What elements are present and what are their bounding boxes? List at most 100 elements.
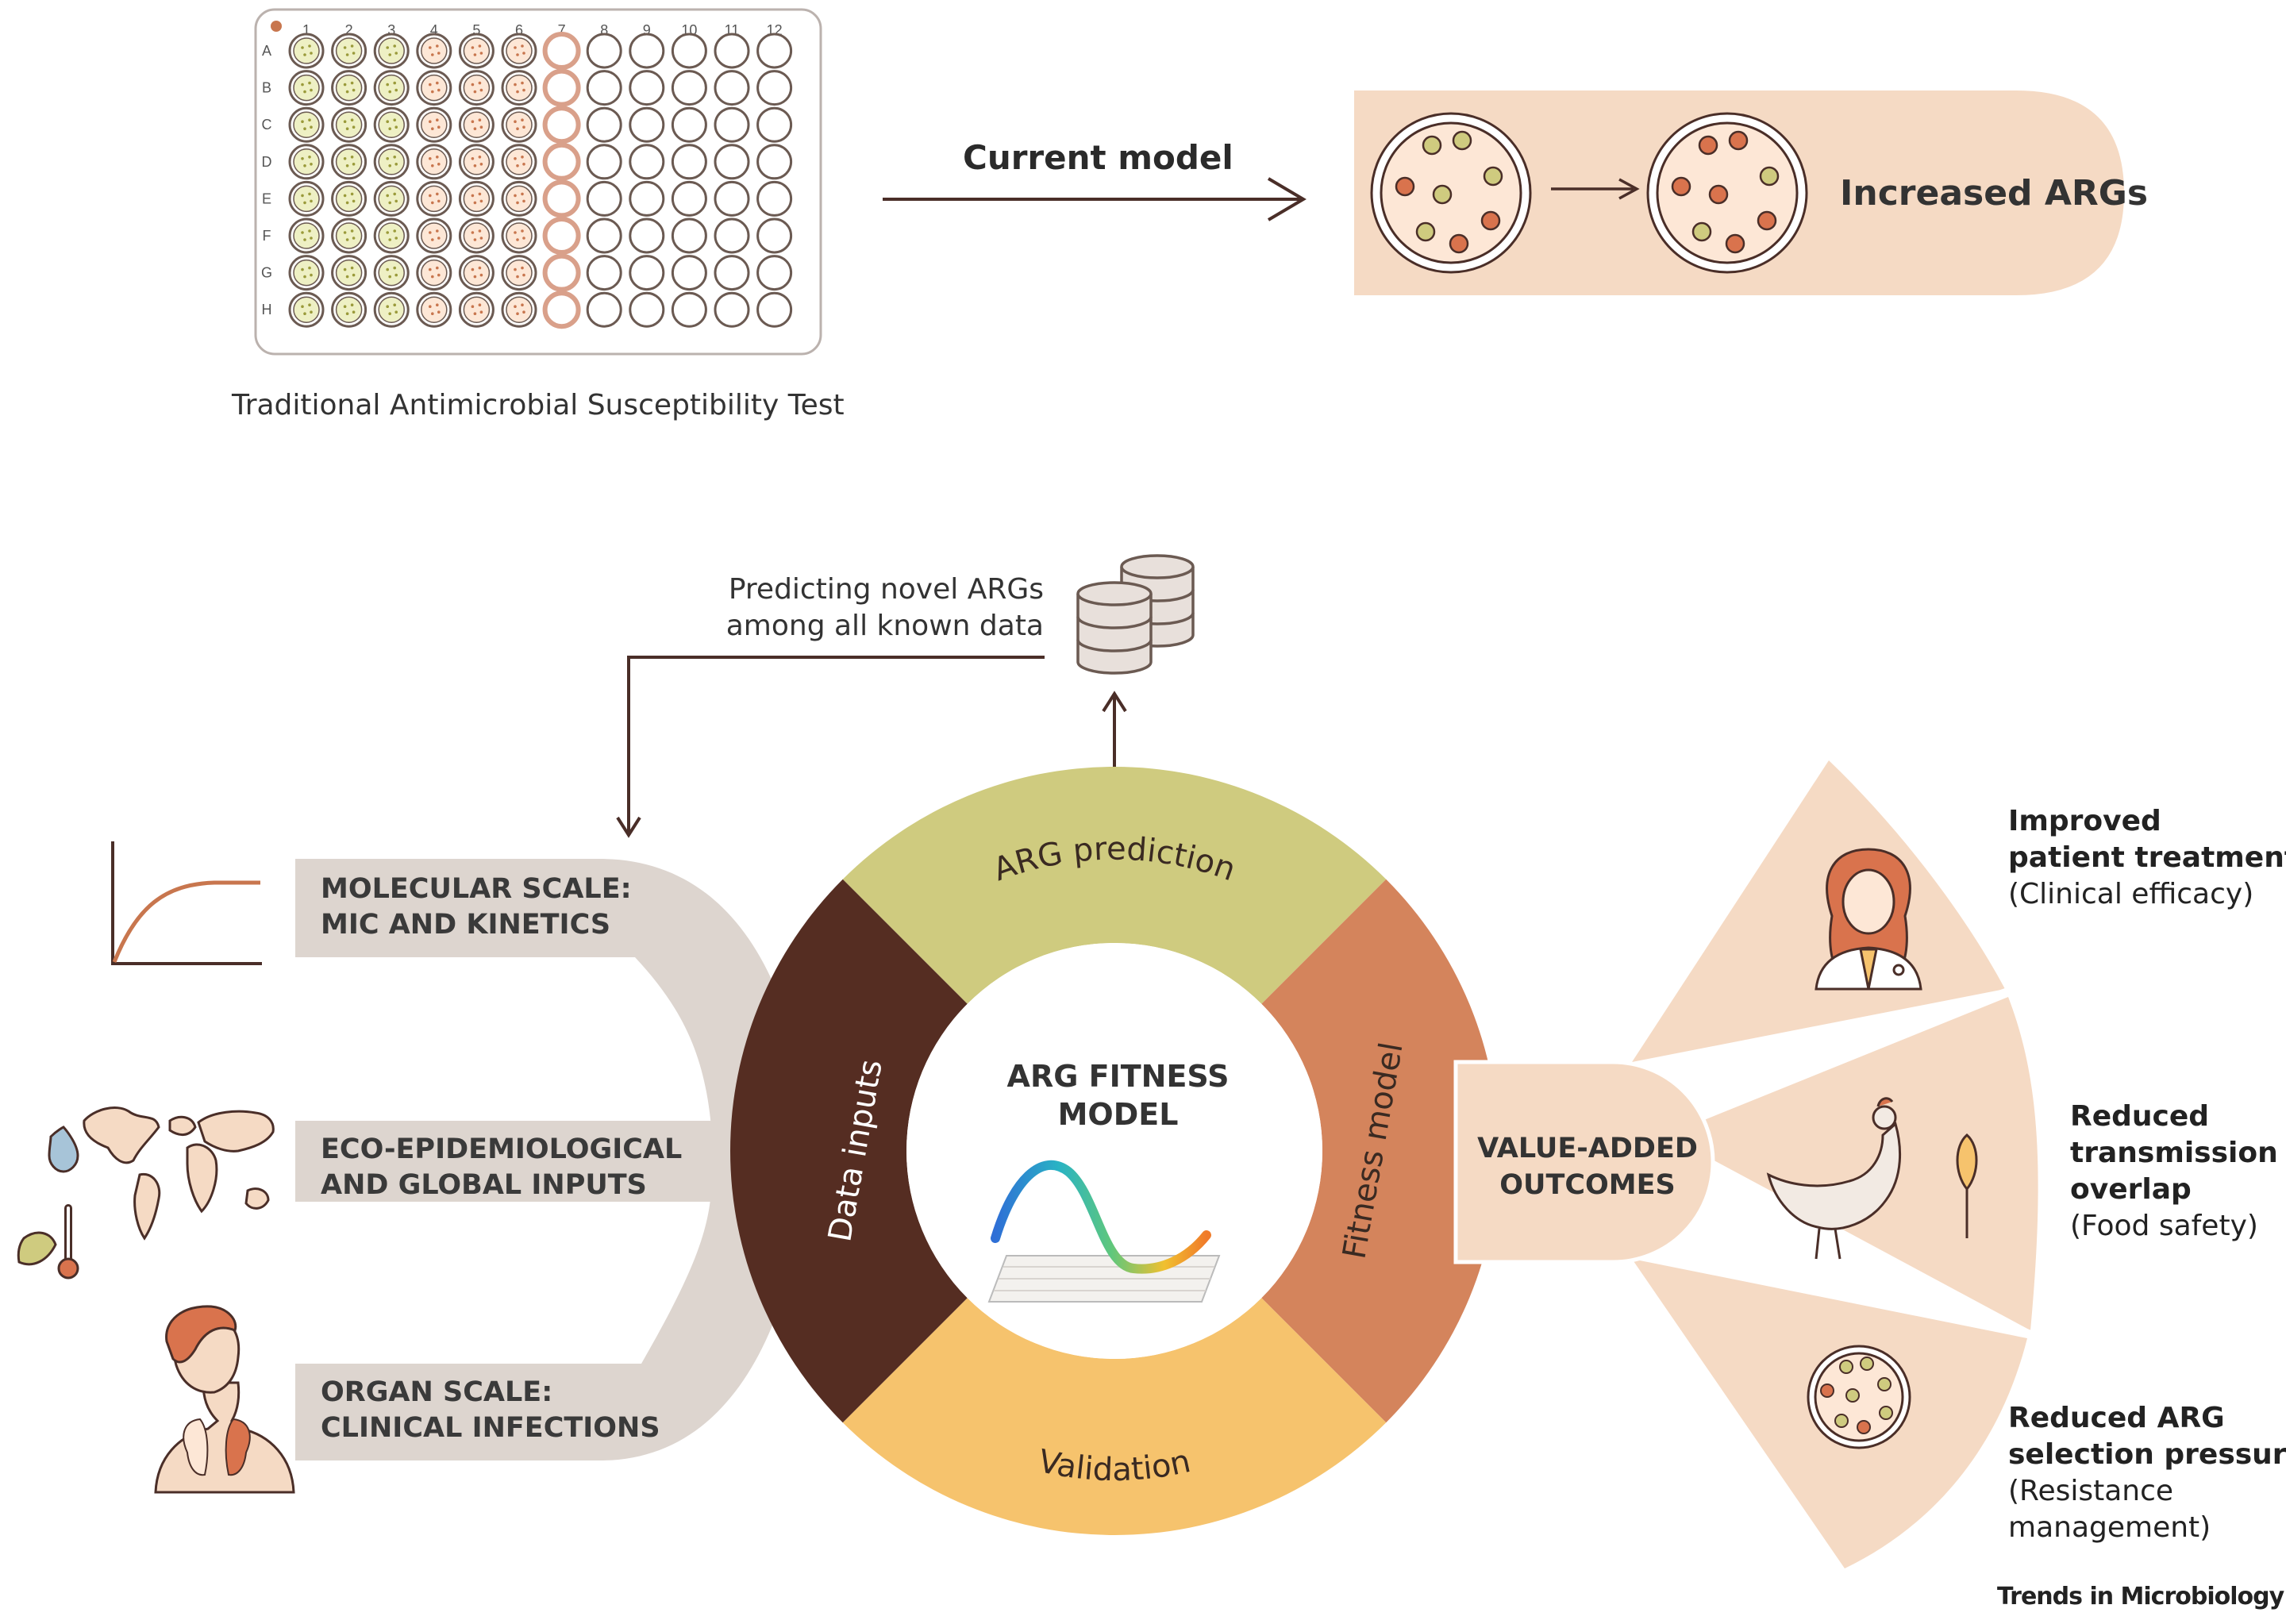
plate-well [416,217,452,254]
plate-column-label: 2 [345,22,353,38]
input-organ-line2: CLINICAL INFECTIONS [321,1412,660,1444]
plate-well [671,33,707,69]
plate-well [373,217,410,254]
outcome-3-sub1: (Resistance [2008,1475,2174,1507]
plate-column-label: 6 [515,22,523,38]
database-caption-line2: among all known data [725,610,1044,642]
plate-well [586,33,622,69]
plate-well [416,33,452,69]
plate-well [714,217,750,254]
plate-well [586,106,622,143]
plate-well [671,291,707,328]
plate-well [458,217,495,254]
plate-well [458,255,495,291]
plate-well [714,291,750,328]
plate-well [714,255,750,291]
plate-row-label: F [263,228,271,244]
plate-column-label: 5 [472,22,480,38]
plate-well [542,68,581,107]
plate-well [288,291,325,328]
plate-well [586,70,622,106]
plate-well [416,144,452,180]
value-added-label: VALUE-ADDED OUTCOMES [1460,1130,1714,1203]
outcome-transmission: Reduced transmission overlap (Food safet… [2070,1099,2278,1245]
plate-row-label: D [262,154,272,170]
plate-row-label: C [262,117,272,133]
plate-well [586,144,622,180]
ring-segment-fitness-model [1261,879,1499,1423]
outcome-3-title2: selection pressure [2008,1438,2286,1471]
plate-well [416,106,452,143]
outcome-2-title2: transmission [2070,1137,2278,1169]
plate-well [629,255,665,291]
outcome-selection-pressure: Reduced ARG selection pressure (Resistan… [2008,1400,2286,1546]
chicken-icon [1766,1097,1978,1260]
plate-well [586,180,622,217]
plate-well [671,106,707,143]
plate-well [288,180,325,217]
plate-well [671,180,707,217]
plate-well [629,106,665,143]
value-added-line1: VALUE-ADDED [1477,1133,1698,1164]
outcome-patient-treatment: Improved patient treatment (Clinical eff… [2008,803,2286,913]
plate-well [756,106,793,143]
input-eco-line2: AND GLOBAL INPUTS [321,1169,647,1201]
plate-well [671,144,707,180]
plate-well [756,180,793,217]
plate-well [288,70,325,106]
plate-well [756,255,793,291]
feedback-arrow [616,656,1045,838]
plate-well [501,217,537,254]
plate-well [671,255,707,291]
database-icon [1076,554,1195,675]
plate-well [542,179,581,218]
input-molecular-scale: MOLECULAR SCALE: MIC AND KINETICS [321,872,632,943]
petri-dish-outcome-icon [1807,1345,1911,1449]
current-model-arrow [883,177,1307,221]
plate-well [288,106,325,143]
plate-well [756,217,793,254]
plate-well [629,70,665,106]
journal-credit: Trends in Microbiology [1997,1583,2284,1611]
ring-center-title: ARG FITNESS MODEL [981,1057,1255,1133]
plate-well [458,144,495,180]
plate-well [373,180,410,217]
plate-well [542,291,581,329]
plate-well [629,217,665,254]
increased-args-label: Increased ARGs [1840,173,2149,214]
outcome-3-title1: Reduced ARG [2008,1402,2225,1434]
plate-well [542,217,581,255]
human-lungs-icon [154,1305,295,1494]
outcome-1-title2: patient treatment [2008,841,2286,874]
plate-well [416,180,452,217]
current-model-label: Current model [963,138,1233,177]
plate-column-label: 7 [558,22,566,38]
plate-well [756,33,793,69]
plate-column-label: 9 [643,22,651,38]
plate-well [416,255,452,291]
ring-segment-data-inputs [730,879,968,1423]
plate-corner-dot [271,21,282,32]
increased-args-banner [1354,90,2124,295]
plate-well [458,33,495,69]
plate-well [331,70,368,106]
plate-well [542,142,581,181]
plate-wells [288,32,793,329]
plate-well [629,144,665,180]
outcome-2-sub1: (Food safety) [2070,1210,2258,1242]
plate-well [373,255,410,291]
plate-row-label: H [262,302,272,317]
outcome-2-title1: Reduced [2070,1100,2210,1133]
plate-well [671,217,707,254]
plate-well [331,180,368,217]
plate-well [373,33,410,69]
plate-row-label: G [261,265,272,281]
plate-well [373,144,410,180]
plate-well [288,255,325,291]
plate-well [331,106,368,143]
plate-well [373,291,410,328]
plate-well [331,144,368,180]
ring-segment-validation [842,1298,1387,1535]
value-added-line2: OUTCOMES [1499,1169,1676,1201]
